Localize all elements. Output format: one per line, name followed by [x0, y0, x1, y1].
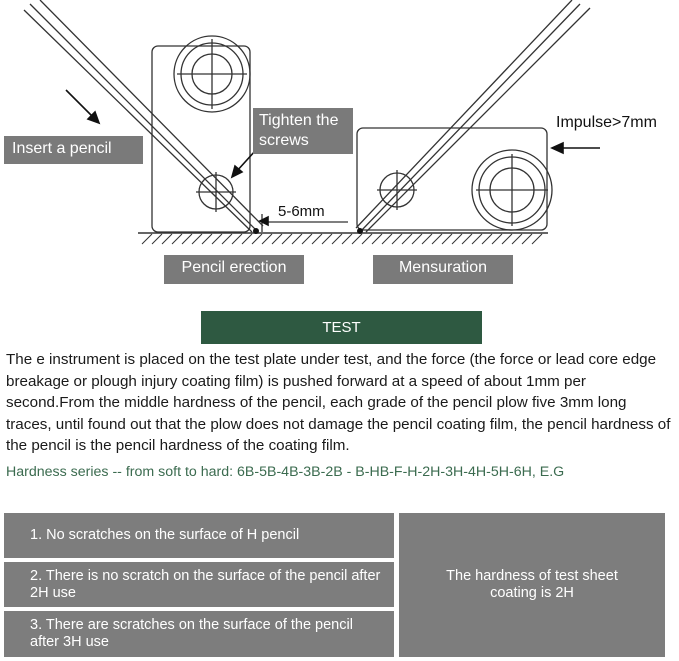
tighten-screws-line-2: screws	[259, 132, 309, 149]
top-wheel	[173, 35, 251, 113]
left-instrument-body	[151, 45, 251, 233]
pencil-hardness-diagram: Insert a pencil Tighten the screws Impul…	[0, 0, 679, 300]
distance-label: 5-6mm	[278, 203, 325, 220]
result-row-2-text: 2. There is no scratch on the surface of…	[30, 567, 381, 601]
test-description: The e instrument is placed on the test p…	[6, 351, 671, 454]
impulse-label: Impulse>7mm	[556, 114, 657, 131]
left-pencil	[29, 3, 259, 233]
insert-arrow	[65, 89, 95, 119]
result-conclusion: The hardness of test sheet coating is 2H	[399, 513, 665, 657]
result-row-1: 1. No scratches on the surface of H penc…	[4, 513, 394, 558]
hardness-series: Hardness series -- from soft to hard: 6B…	[6, 464, 565, 480]
instrument-drawing	[23, 0, 600, 245]
result-row-1-text: 1. No scratches on the surface of H penc…	[30, 527, 300, 543]
insert-pencil-label: Insert a pencil	[4, 136, 143, 164]
mensuration-label: Mensuration	[373, 255, 513, 284]
right-instrument-body	[356, 127, 548, 231]
bottom-wheel	[471, 149, 553, 231]
results-table: 1. No scratches on the surface of H penc…	[4, 513, 665, 657]
result-row-2: 2. There is no scratch on the surface of…	[4, 562, 394, 607]
right-screw	[377, 170, 417, 210]
result-row-3-text: 3. There are scratches on the surface of…	[30, 617, 353, 650]
test-heading: TEST	[201, 311, 482, 344]
left-screw	[196, 172, 236, 212]
result-row-3: 3. There are scratches on the surface of…	[4, 611, 394, 657]
tighten-screws-line-1: Tighten the	[259, 112, 339, 129]
result-conclusion-text: The hardness of test sheet coating is 2H	[446, 568, 618, 601]
test-plate	[138, 232, 548, 245]
pencil-erection-label: Pencil erection	[164, 255, 304, 284]
dimension-arrowhead	[258, 215, 269, 227]
tighten-screws-label: Tighten the screws	[253, 108, 353, 154]
screw-pointer	[235, 149, 257, 173]
